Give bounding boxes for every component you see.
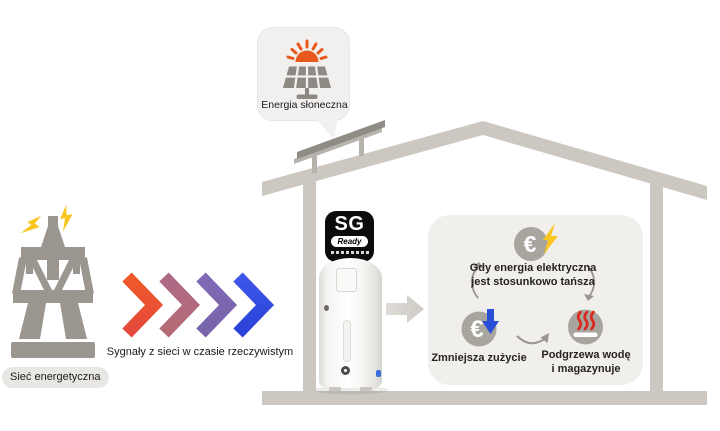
heater-valve — [376, 370, 381, 377]
solar-bubble-label: Energia słoneczna — [261, 99, 348, 111]
heater-foot — [360, 387, 372, 391]
house-floor — [262, 391, 707, 405]
rooftop-solar-panel-icon — [294, 120, 385, 173]
heat-store-line1: Podgrzewa wodę — [541, 349, 631, 361]
heater-control-panel — [336, 268, 357, 292]
heat-store-line2: i magazynuje — [551, 362, 621, 375]
heater-logo — [341, 366, 350, 375]
sg-ready-abbr: SG — [334, 213, 365, 235]
reduce-usage-caption: Zmniejsza zużycie — [431, 352, 527, 364]
heater-foot — [329, 387, 341, 391]
power-grid-label: Sieć energetyczna — [2, 367, 109, 388]
heater-handle — [343, 320, 351, 362]
water-heater — [319, 258, 382, 391]
heater-knob — [324, 305, 329, 311]
cheaper-energy-line2: jest stosunkowo tańsza — [471, 275, 595, 288]
house-left-wall — [303, 178, 316, 392]
signal-chevrons-icon — [122, 272, 275, 338]
signals-caption: Sygnały z sieci w czasie rzeczywistym — [106, 346, 294, 358]
sg-ready-fineprint — [330, 251, 369, 254]
house-roof — [262, 121, 707, 200]
lightning-bolts-icon — [20, 204, 73, 234]
sg-ready-badge: SG Ready — [325, 211, 374, 262]
power-pylon-icon — [11, 216, 95, 358]
cheaper-energy-caption: Gdy energia elektryczna jest stosunkowo … — [433, 262, 633, 289]
sg-ready-name: Ready — [331, 236, 368, 247]
flow-arrow-icon — [386, 295, 424, 323]
cheaper-energy-line1: Gdy energia elektryczna — [469, 262, 597, 274]
heat-store-caption: Podgrzewa wodę i magazynuje — [511, 349, 661, 376]
